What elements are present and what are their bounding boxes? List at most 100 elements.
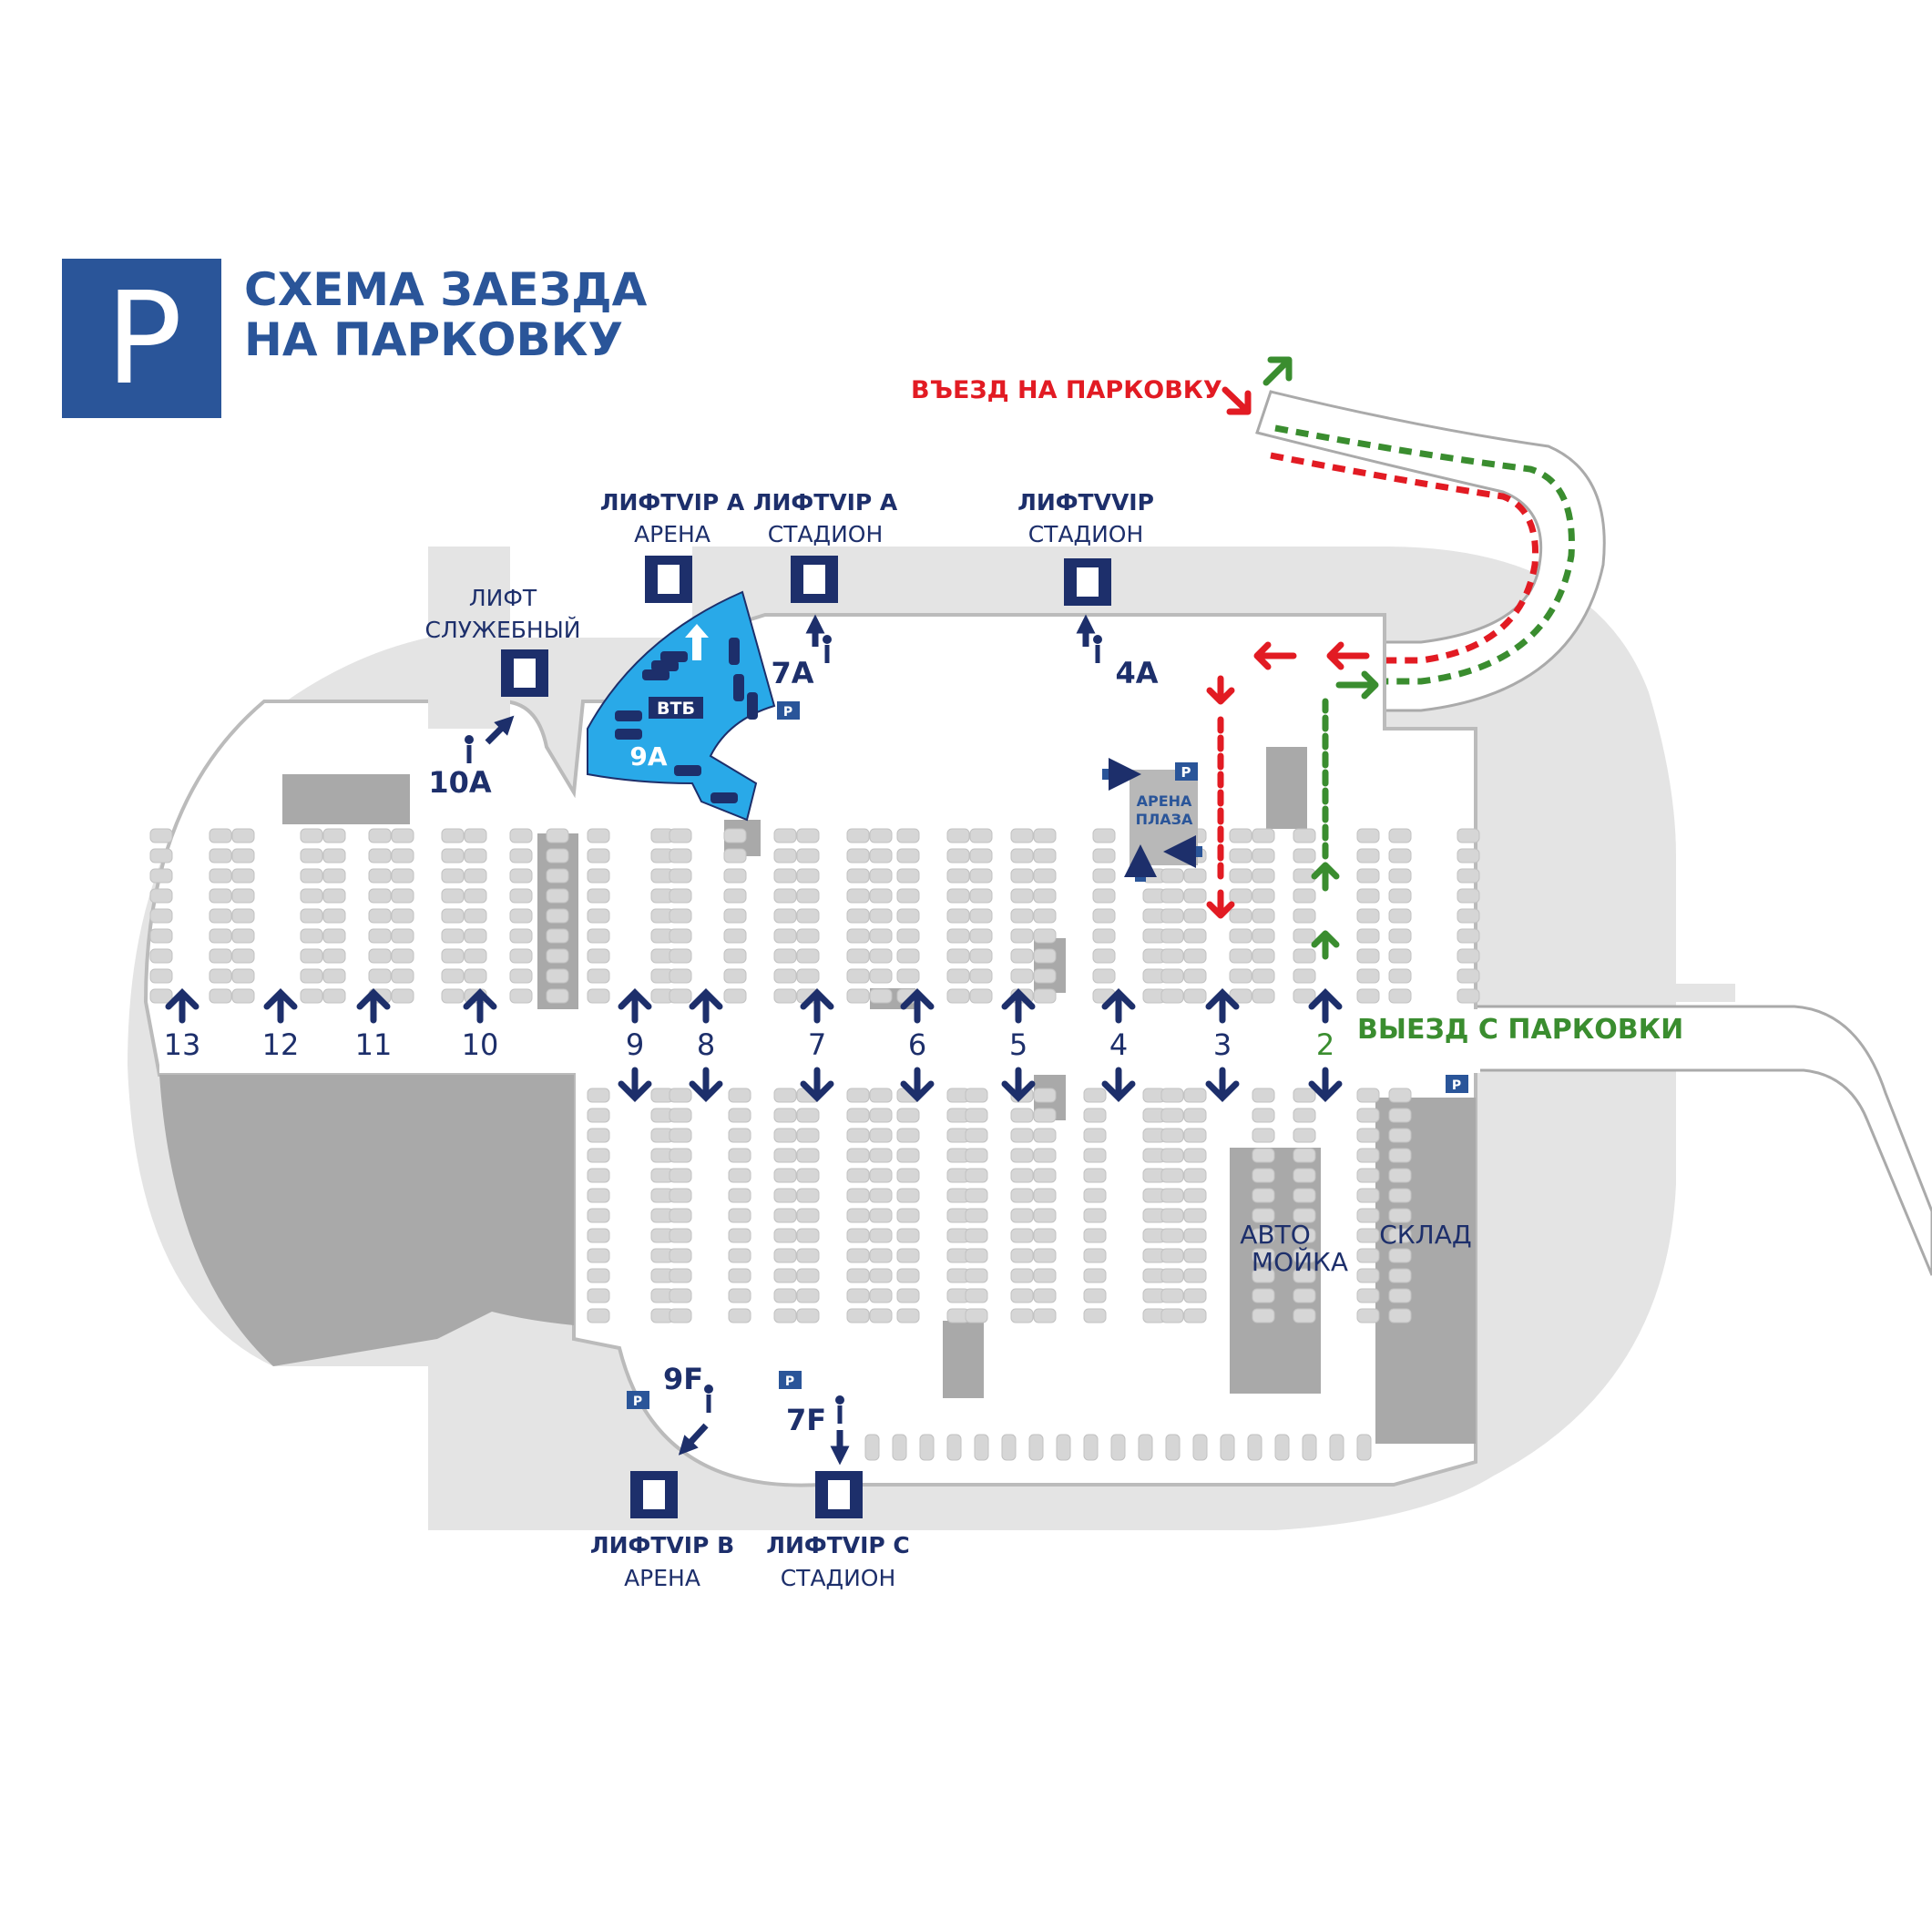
- arena-plaza-label-1: АРЕНА: [1137, 792, 1192, 810]
- parking-space: [391, 928, 414, 944]
- down-arrow-icon: [689, 1067, 723, 1102]
- parking-space: [1388, 968, 1412, 984]
- parking-space: [1356, 1308, 1380, 1323]
- parking-space: [1293, 1208, 1316, 1223]
- parking-space: [896, 908, 920, 924]
- parking-space: [587, 1268, 610, 1283]
- parking-space: [1229, 848, 1252, 863]
- elevator-label-line-2: СЛУЖЕБНЫЙ: [425, 617, 581, 643]
- parking-space: [1274, 1434, 1290, 1461]
- parking-space: [796, 848, 820, 863]
- zone-7f: 7F: [786, 1395, 850, 1466]
- parking-space: [1229, 928, 1252, 944]
- parking-space: [1033, 1088, 1057, 1103]
- parking-space: [464, 908, 487, 924]
- parking-space: [969, 968, 993, 984]
- parking-space: [773, 888, 797, 904]
- parking-space: [1329, 1434, 1344, 1461]
- parking-space: [796, 968, 820, 984]
- parking-space: [1293, 1148, 1316, 1163]
- parking-space: [946, 828, 970, 843]
- row-label: 9: [626, 1027, 644, 1062]
- parking-space: [1388, 1228, 1412, 1243]
- parking-space: [1033, 1148, 1057, 1163]
- parking-space: [1457, 968, 1480, 984]
- parking-space: [587, 1308, 610, 1323]
- up-arrow-icon: [1101, 988, 1136, 1024]
- parking-space: [728, 1288, 751, 1303]
- parking-space: [846, 1088, 870, 1103]
- parking-space: [149, 968, 173, 984]
- parking-space: [846, 868, 870, 884]
- parking-space: [965, 1188, 988, 1203]
- parking-space: [149, 988, 173, 1004]
- parking-space: [322, 988, 346, 1004]
- parking-space: [231, 828, 255, 843]
- parking-space: [587, 1128, 610, 1143]
- parking-space: [773, 1088, 797, 1103]
- parking-space: [846, 968, 870, 984]
- parking-space: [149, 928, 173, 944]
- vtb-label: ВТБ: [657, 699, 695, 719]
- parking-space: [669, 948, 692, 964]
- parking-space: [796, 1128, 820, 1143]
- parking-space: [300, 868, 323, 884]
- parking-space: [669, 1188, 692, 1203]
- parking-space: [1010, 828, 1034, 843]
- parking-space: [896, 968, 920, 984]
- parking-space: [869, 908, 893, 924]
- parking-space: [1356, 1088, 1380, 1103]
- parking-space: [1388, 888, 1412, 904]
- parking-space: [464, 948, 487, 964]
- parking-space: [322, 828, 346, 843]
- parking-space: [587, 1188, 610, 1203]
- parking-space: [441, 848, 465, 863]
- parking-space: [669, 1308, 692, 1323]
- parking-space: [300, 908, 323, 924]
- lower-left-block: [159, 1075, 574, 1366]
- parking-space: [669, 828, 692, 843]
- parking-space: [1183, 1268, 1207, 1283]
- parking-space: [368, 928, 392, 944]
- parking-space: [796, 1248, 820, 1263]
- parking-space: [391, 888, 414, 904]
- parking-space: [1033, 848, 1057, 863]
- up-arrow-icon: [900, 988, 935, 1024]
- parking-space: [946, 868, 970, 884]
- parking-space: [965, 1288, 988, 1303]
- parking-space: [391, 868, 414, 884]
- parking-space: [509, 848, 533, 863]
- parking-space: [896, 1228, 920, 1243]
- parking-space: [509, 888, 533, 904]
- parking-space: [846, 908, 870, 924]
- parking-space: [1010, 1248, 1034, 1263]
- parking-space: [322, 848, 346, 863]
- parking-space: [869, 1248, 893, 1263]
- parking-space: [1252, 1228, 1275, 1243]
- parking-space: [1183, 1288, 1207, 1303]
- parking-space: [368, 968, 392, 984]
- parking-space: [869, 1148, 893, 1163]
- parking-space: [1388, 1088, 1412, 1103]
- parking-space: [1033, 968, 1057, 984]
- parking-space: [669, 988, 692, 1004]
- parking-space: [1229, 828, 1252, 843]
- elevator-label-line-2: СТАДИОН: [781, 1565, 896, 1591]
- parking-space: [1183, 908, 1207, 924]
- parking-space: [773, 928, 797, 944]
- parking-space: [1356, 1188, 1380, 1203]
- parking-space: [1252, 928, 1275, 944]
- carwash-label-2: МОЙКА: [1252, 1246, 1348, 1277]
- parking-space: [869, 1208, 893, 1223]
- parking-space: [946, 988, 970, 1004]
- up-arrow-icon: [689, 988, 723, 1024]
- parking-space: [1010, 968, 1034, 984]
- parking-space: [1302, 1434, 1317, 1461]
- parking-space: [1220, 1434, 1235, 1461]
- parking-space: [1252, 1248, 1275, 1263]
- parking-space: [773, 968, 797, 984]
- zone-10a: 10A: [428, 715, 515, 800]
- parking-space: [322, 948, 346, 964]
- parking-space: [846, 928, 870, 944]
- parking-space: [1183, 1168, 1207, 1183]
